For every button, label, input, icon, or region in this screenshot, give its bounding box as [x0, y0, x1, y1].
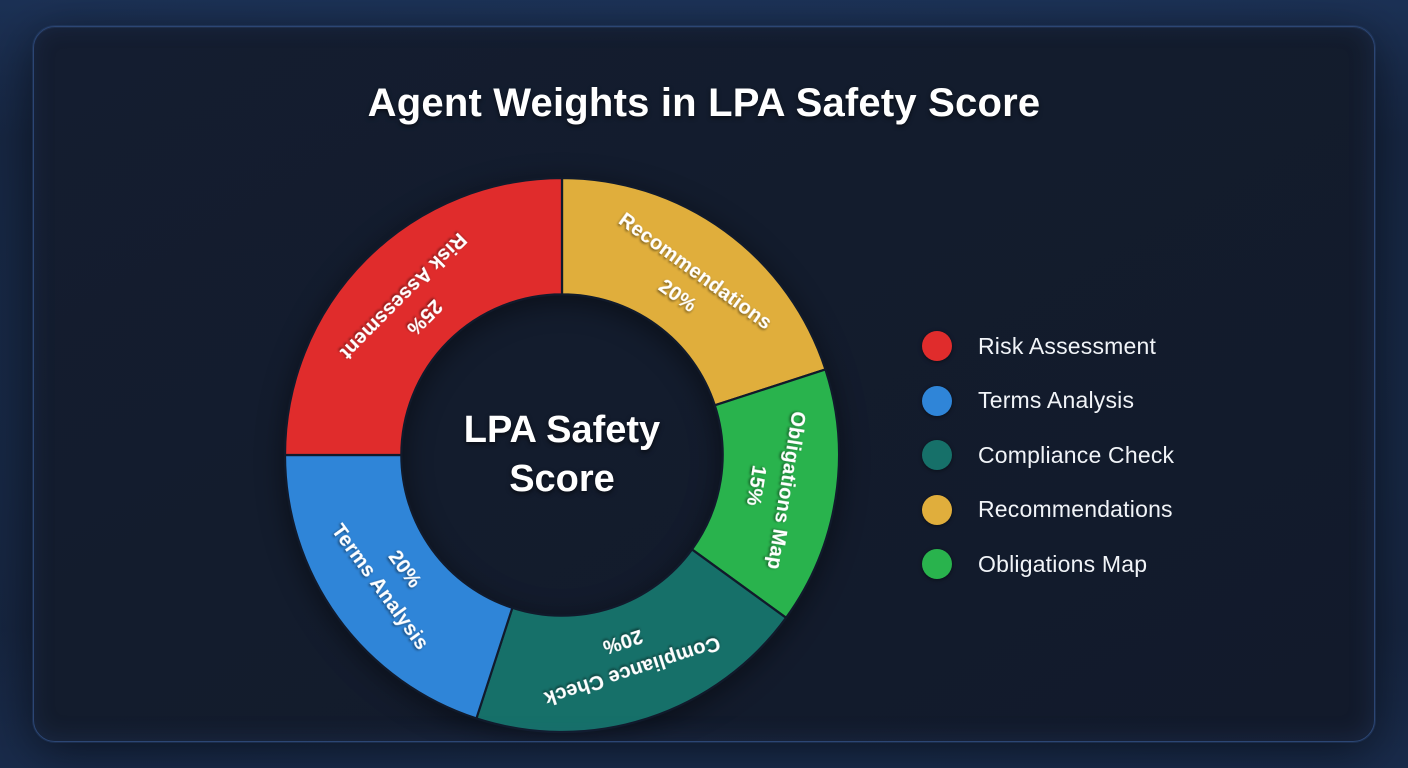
legend-item[interactable]: Recommendations — [922, 483, 1252, 538]
legend-color-swatch — [922, 440, 952, 471]
legend-color-swatch — [922, 385, 952, 416]
donut-slice[interactable] — [283, 176, 564, 457]
legend-item-label: Compliance Check — [978, 441, 1175, 468]
legend-item-label: Recommendations — [978, 496, 1173, 523]
donut-slice[interactable] — [475, 548, 788, 734]
legend-item[interactable]: Obligations Map — [922, 537, 1252, 592]
legend-item[interactable]: Compliance Check — [922, 428, 1252, 483]
legend-item[interactable]: Terms Analysis — [922, 374, 1252, 429]
donut-slice[interactable] — [283, 453, 514, 720]
legend-item-label: Terms Analysis — [978, 387, 1135, 414]
page-title: Agent Weights in LPA Safety Score — [367, 81, 1041, 125]
legend-item[interactable]: Risk Assessment — [922, 319, 1252, 374]
donut-slices — [283, 176, 841, 734]
chart-card: Agent Weights in LPA Safety Score Recomm… — [33, 26, 1375, 742]
legend-color-swatch — [922, 549, 952, 580]
legend-item-label: Obligations Map — [978, 550, 1148, 577]
donut-slice[interactable] — [560, 176, 827, 407]
legend-color-swatch — [922, 494, 952, 525]
legend-color-swatch — [922, 331, 952, 362]
legend-item-label: Risk Assessment — [978, 332, 1157, 359]
